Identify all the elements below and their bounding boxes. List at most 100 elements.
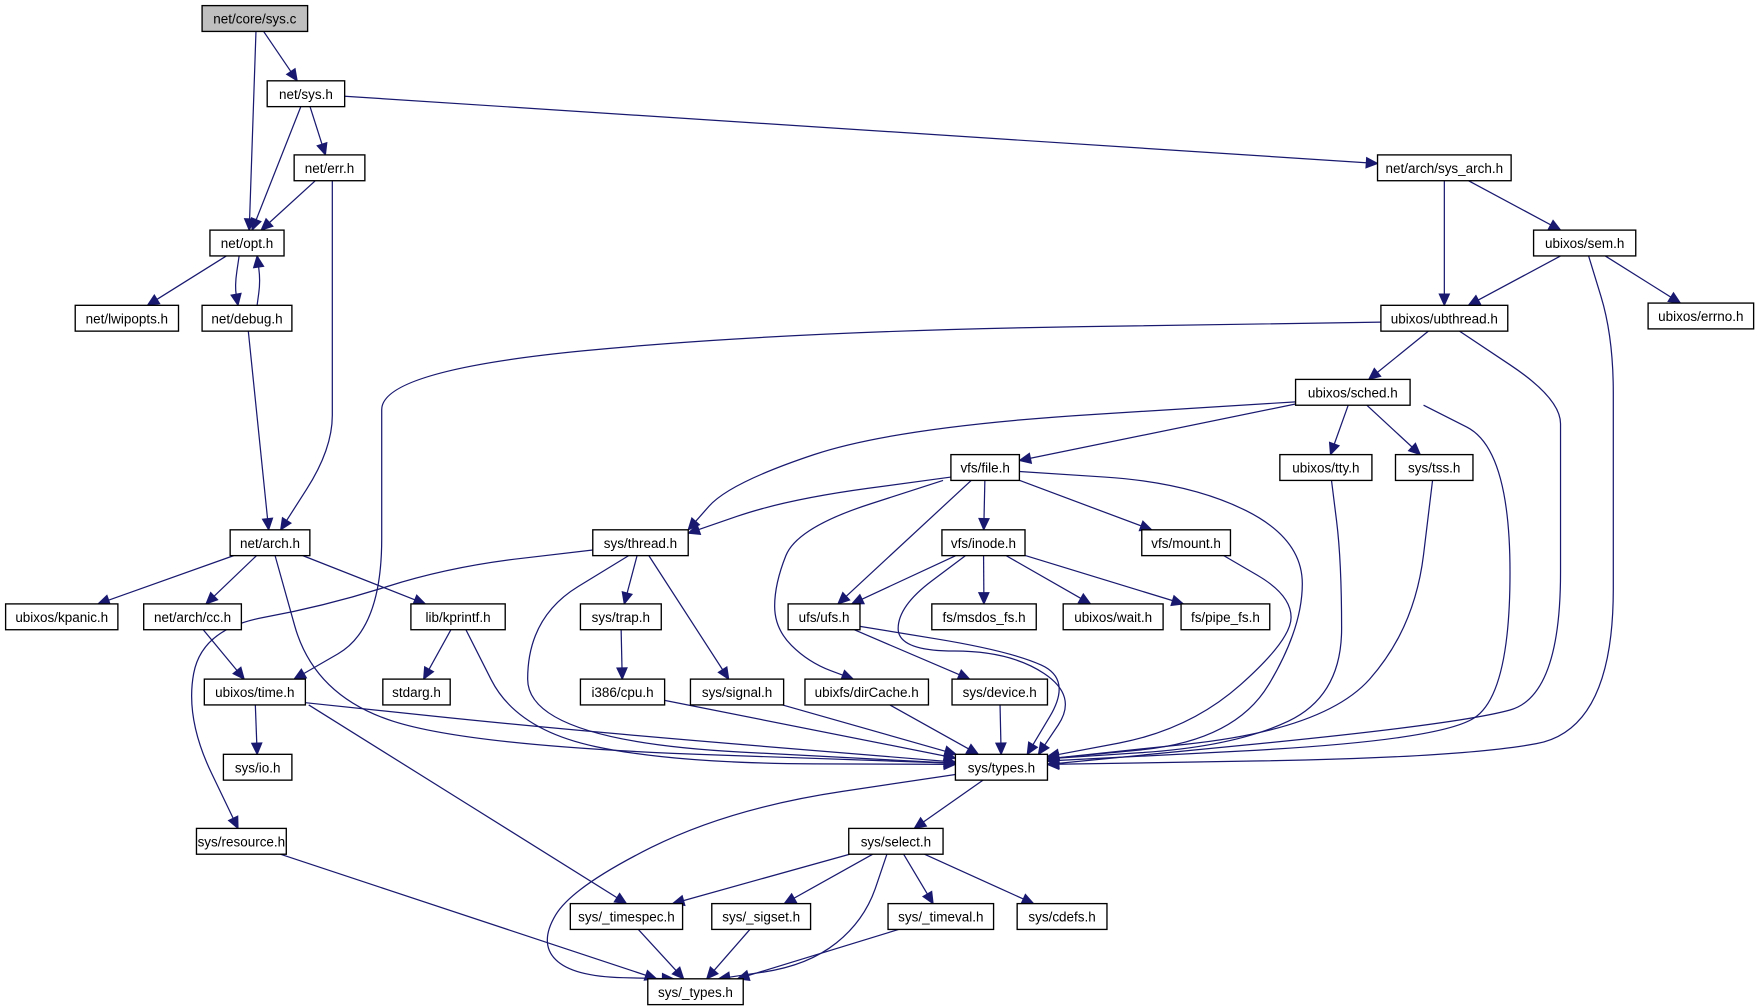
arrowhead-icon xyxy=(285,67,298,82)
node-net-err-h[interactable]: net/err.h xyxy=(293,154,366,182)
node-label: stdarg.h xyxy=(392,685,441,700)
node-vfs-inode-h[interactable]: vfs/inode.h xyxy=(941,529,1026,557)
edge-ubixos-sched-h-to-vfs-file-h xyxy=(1018,403,1296,464)
node-vfs-file-h[interactable]: vfs/file.h xyxy=(950,453,1021,482)
arrowhead-icon xyxy=(250,742,263,756)
node-ubixos-wait-h[interactable]: ubixos/wait.h xyxy=(1062,603,1164,631)
node-i386-cpu-h[interactable]: i386/cpu.h xyxy=(579,678,666,706)
arrowhead-icon xyxy=(146,294,161,307)
node-ubixfs-dirCache-h[interactable]: ubixfs/dirCache.h xyxy=(804,678,930,706)
edge-line xyxy=(853,629,970,680)
arrowhead-icon xyxy=(412,594,427,606)
node-label: vfs/file.h xyxy=(960,461,1009,476)
arrowhead-icon xyxy=(261,517,274,532)
node-net-opt-h[interactable]: net/opt.h xyxy=(209,229,285,257)
edge-line xyxy=(234,255,240,306)
arrowhead-icon xyxy=(252,254,265,269)
edge-sys-types-h-to-sys-select-h xyxy=(913,779,984,830)
node-sys--timespec-h[interactable]: sys/_timespec.h xyxy=(569,902,684,931)
node-ubixos-sched-h[interactable]: ubixos/sched.h xyxy=(1294,378,1411,406)
node-sys-cdefs-h[interactable]: sys/cdefs.h xyxy=(1016,902,1108,931)
node-label: net/arch/cc.h xyxy=(154,610,231,625)
node-box xyxy=(74,304,180,332)
node-box xyxy=(229,529,311,557)
edge-line xyxy=(305,702,956,763)
node-net-arch-cc-h[interactable]: net/arch/cc.h xyxy=(143,603,243,631)
node-sys-trap-h[interactable]: sys/trap.h xyxy=(579,603,662,631)
node-sys--types-h[interactable]: sys/_types.h xyxy=(647,978,744,1006)
node-sys-signal-h[interactable]: sys/signal.h xyxy=(689,678,785,706)
node-vfs-mount-h[interactable]: vfs/mount.h xyxy=(1141,529,1232,557)
node-sys-select-h[interactable]: sys/select.h xyxy=(848,827,944,855)
edge-i386-cpu-h-to-sys-types-h xyxy=(664,699,957,762)
node-ubixos-tty-h[interactable]: ubixos/tty.h xyxy=(1279,453,1373,482)
node-label: sys/signal.h xyxy=(702,685,772,700)
node-root[interactable]: net/core/sys.c xyxy=(201,4,309,33)
node-net-sys-h[interactable]: net/sys.h xyxy=(266,80,346,108)
node-sys--timeval-h[interactable]: sys/_timeval.h xyxy=(887,902,995,931)
node-stdarg-h[interactable]: stdarg.h xyxy=(382,678,451,706)
edge-line xyxy=(774,479,944,680)
arrowhead-icon xyxy=(705,966,719,980)
node-label: sys/cdefs.h xyxy=(1028,910,1095,925)
edge-ubixos-time-h-to-sys--timespec-h xyxy=(308,704,628,905)
arrowhead-icon xyxy=(943,745,958,757)
node-net-arch-sys-arch-h[interactable]: net/arch/sys_arch.h xyxy=(1376,154,1512,182)
node-box xyxy=(222,753,293,781)
node-lib-kprintf-h[interactable]: lib/kprintf.h xyxy=(410,603,506,631)
node-ubixos-time-h[interactable]: ubixos/time.h xyxy=(203,678,307,706)
node-label: net/opt.h xyxy=(221,236,273,251)
edge-line xyxy=(302,555,426,605)
node-net-lwipopts-h[interactable]: net/lwipopts.h xyxy=(74,304,180,332)
node-ubixos-ubthread-h[interactable]: ubixos/ubthread.h xyxy=(1380,304,1509,332)
arrowhead-icon xyxy=(1667,291,1682,304)
node-sys--sigset-h[interactable]: sys/_sigset.h xyxy=(711,902,812,931)
node-box xyxy=(1141,529,1232,557)
node-ubixos-sem-h[interactable]: ubixos/sem.h xyxy=(1532,229,1637,257)
node-net-debug-h[interactable]: net/debug.h xyxy=(201,304,293,332)
node-fs-msdos-fs-h[interactable]: fs/msdos_fs.h xyxy=(931,603,1037,631)
edge-line xyxy=(687,401,1296,531)
node-box xyxy=(954,753,1049,781)
edge-line xyxy=(851,555,956,605)
edge-line xyxy=(191,549,593,829)
edge-sys-select-h-to-sys--timespec-h xyxy=(671,853,850,907)
node-sys-resource-h[interactable]: sys/resource.h xyxy=(195,827,287,855)
edge-line xyxy=(913,779,984,829)
arrowhead-icon xyxy=(621,590,634,606)
node-sys-thread-h[interactable]: sys/thread.h xyxy=(592,529,689,557)
node-sys-device-h[interactable]: sys/device.h xyxy=(951,678,1049,706)
node-box xyxy=(887,902,995,931)
node-label: lib/kprintf.h xyxy=(425,610,490,625)
edge-line xyxy=(465,629,956,766)
node-label: sys/select.h xyxy=(861,834,931,849)
node-box xyxy=(4,603,119,631)
edge-ufs-ufs-h-to-sys-types-h xyxy=(859,625,1060,756)
node-sys-types-h[interactable]: sys/types.h xyxy=(954,753,1049,781)
node-box xyxy=(1294,378,1411,406)
edge-sys-select-h-to-sys--sigset-h xyxy=(783,853,874,905)
node-box xyxy=(1647,302,1755,330)
arrowhead-icon xyxy=(1438,293,1451,307)
node-sys-tss-h[interactable]: sys/tss.h xyxy=(1394,453,1474,482)
node-sys-io-h[interactable]: sys/io.h xyxy=(222,753,293,781)
node-label: vfs/mount.h xyxy=(1151,536,1221,551)
edge-line xyxy=(97,555,234,605)
edge-line xyxy=(308,704,627,905)
arrowhead-icon xyxy=(1018,452,1033,464)
node-net-arch-h[interactable]: net/arch.h xyxy=(229,529,311,557)
edge-vfs-file-h-to-sys-thread-h xyxy=(686,476,951,535)
node-box xyxy=(647,978,744,1006)
node-box xyxy=(1532,229,1637,257)
node-ubixos-errno-h[interactable]: ubixos/errno.h xyxy=(1647,302,1755,330)
node-fs-pipe-fs-h[interactable]: fs/pipe_fs.h xyxy=(1180,603,1271,631)
node-box xyxy=(143,603,243,631)
node-label: net/arch/sys_arch.h xyxy=(1386,161,1504,176)
edge-net-err-h-to-net-arch-h xyxy=(279,180,333,531)
node-ufs-ufs-h[interactable]: ufs/ufs.h xyxy=(787,603,861,631)
edge-line xyxy=(293,321,1381,680)
edge-line xyxy=(837,479,972,605)
node-ubixos-kpanic-h[interactable]: ubixos/kpanic.h xyxy=(4,603,119,631)
node-box xyxy=(266,80,346,108)
node-box xyxy=(848,827,944,855)
